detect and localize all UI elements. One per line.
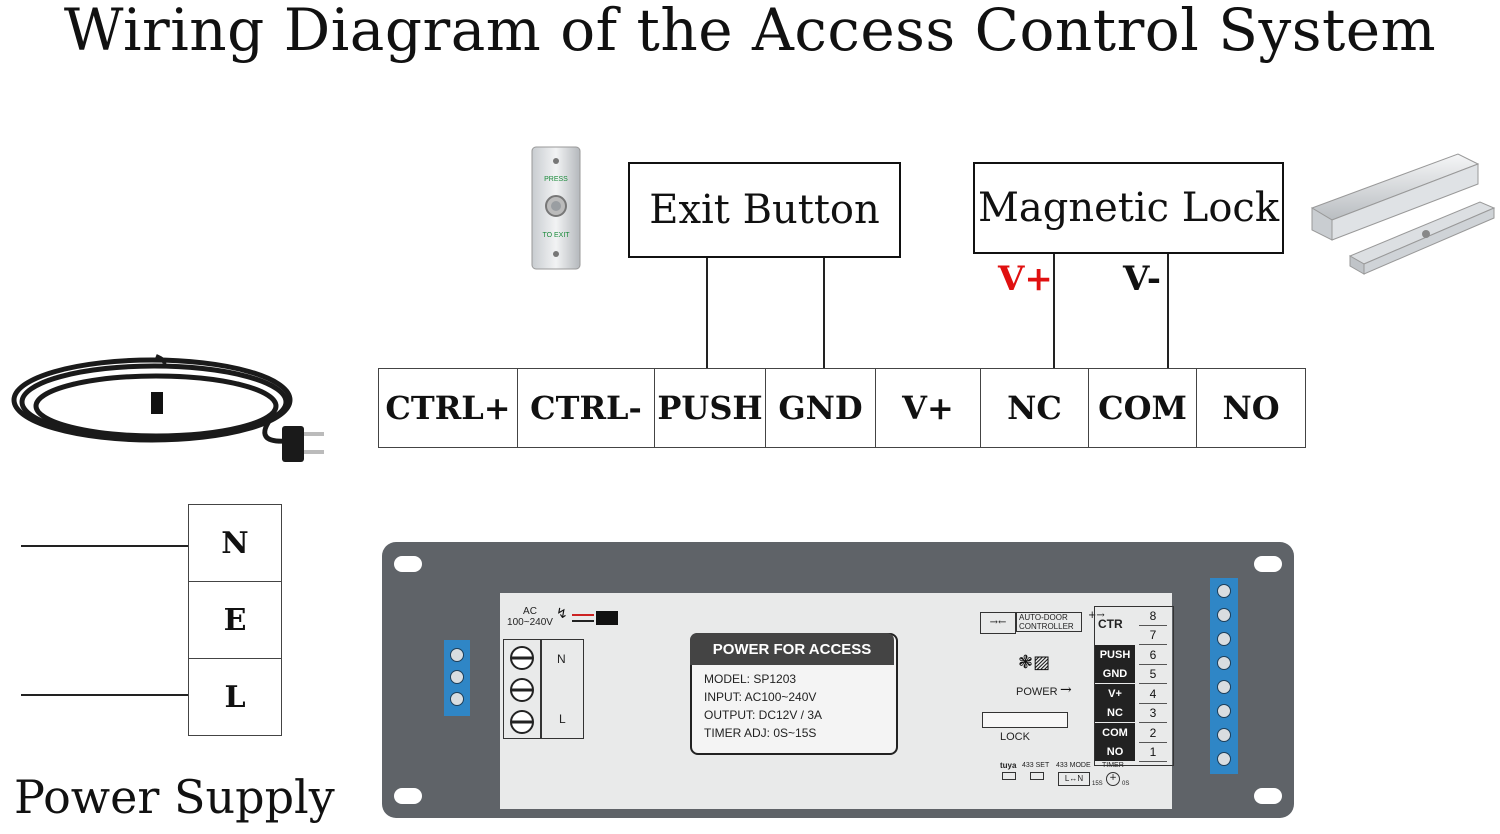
terminal-nc: NC	[981, 369, 1089, 447]
power-terminal-block: N E L	[188, 504, 282, 736]
ctr-arrow-icon: +→	[1088, 610, 1105, 621]
device-terminal-name-3: NC	[1095, 703, 1135, 722]
exit-wire-push	[706, 258, 708, 368]
device-ctr-label: CTR	[1098, 617, 1123, 631]
device-terminal-num-6: 6	[1139, 645, 1167, 665]
device-timer-label: TIMER	[1102, 762, 1124, 769]
device-input-terminal-block	[444, 640, 470, 716]
power-arrow-icon: →	[1060, 682, 1072, 698]
timer-knob-icon: +	[1106, 772, 1120, 786]
device-terminal-num-2: 2	[1139, 723, 1167, 743]
device-ac-label: AC 100~240V	[507, 606, 553, 628]
terminal-ctrl-minus: CTRL-	[518, 369, 655, 447]
device-433-mode-label: 433 MODE	[1056, 762, 1091, 769]
device-spec-model: MODEL: SP1203	[704, 672, 797, 686]
device-terminal-name-5: GND	[1095, 664, 1135, 683]
device-label-title: POWER FOR ACCESS	[690, 633, 894, 665]
device-lock-label: LOCK	[1000, 731, 1030, 743]
device-433-set-label: 433 SET	[1022, 762, 1050, 769]
exit-plate-top-text: PRESS	[544, 176, 568, 183]
device-mount-slot-left-top	[394, 556, 422, 572]
device-terminal-name-8	[1095, 606, 1135, 625]
device-input-nl-box	[541, 639, 584, 739]
lock-vminus-label: V-	[1123, 259, 1162, 299]
terminal-no: NO	[1222, 389, 1280, 427]
device-terminal-num-3: 3	[1139, 703, 1167, 723]
power-terminal-n: N	[189, 505, 281, 582]
power-cable-image	[6, 352, 326, 472]
device-input-l: L	[559, 712, 566, 726]
device-terminal-name-2: COM	[1095, 723, 1135, 742]
terminal-vplus: V+	[876, 369, 981, 447]
device-terminal-num-8: 8	[1139, 606, 1167, 626]
exit-button-box: Exit Button	[628, 162, 901, 258]
device-power-arrow-label: POWER	[1016, 686, 1058, 698]
lock-wire-vplus	[1053, 254, 1055, 368]
device-terminal-name-1: NO	[1095, 742, 1135, 761]
device-terminal-num-7: 7	[1139, 625, 1167, 645]
power-wire-l	[21, 694, 188, 696]
exit-plate-bottom-text: TO EXIT	[542, 232, 570, 239]
device-timer-min: 15S	[1092, 781, 1103, 787]
lock-vplus-label: V+	[998, 259, 1053, 299]
device-tuya-label: tuya	[1000, 761, 1017, 770]
power-terminal-l: L	[224, 679, 246, 715]
magnetic-lock-box: Magnetic Lock	[973, 162, 1284, 254]
set-button	[1030, 772, 1044, 780]
exit-button-image: PRESS TO EXIT	[531, 146, 581, 270]
lock-wire-vminus	[1167, 254, 1169, 368]
device-terminal-name-4: V+	[1095, 684, 1135, 703]
terminal-ctrl-plus: CTRL+	[379, 369, 518, 447]
device-output-terminal-block	[1210, 578, 1238, 774]
device-terminal-name-7	[1095, 625, 1135, 644]
exit-wire-gnd	[823, 258, 825, 368]
lightning-icon: ↯	[556, 606, 568, 622]
device-mount-slot-right-top	[1254, 556, 1282, 572]
magnetic-lock-image	[1308, 148, 1498, 284]
device-terminal-num-5: 5	[1139, 664, 1167, 684]
terminal-com: COM	[1089, 369, 1197, 447]
device-terminal-num-1: 1	[1139, 742, 1167, 762]
device-mount-slot-right-bottom	[1254, 788, 1282, 804]
device-mode-switch: L↔N	[1058, 772, 1090, 786]
device-input-n: N	[557, 652, 566, 666]
device-terminal-name-6: PUSH	[1095, 645, 1135, 664]
exit-symbol-icon: ❃▨	[1018, 652, 1051, 673]
device-spec-input: INPUT: AC100~240V	[704, 690, 817, 704]
terminal-row: CTRL+ CTRL- PUSH GND V+ NC COM NO	[378, 368, 1306, 448]
page-title: Wiring Diagram of the Access Control Sys…	[63, 0, 1437, 64]
terminal-gnd: GND	[766, 369, 876, 447]
tuya-button	[1002, 772, 1016, 780]
plug-icon	[572, 610, 618, 625]
power-supply-label: Power Supply	[14, 770, 335, 824]
device-input-screws	[503, 639, 541, 739]
lock-symbol-icon	[982, 712, 1068, 728]
device-spec-timer: TIMER ADJ: 0S~15S	[704, 726, 817, 740]
device-spec-output: OUTPUT: DC12V / 3A	[704, 708, 823, 722]
device-auto-door-label: AUTO-DOOR CONTROLLER	[1016, 612, 1082, 632]
device-terminal-table	[1094, 606, 1174, 766]
device-terminal-num-4: 4	[1139, 684, 1167, 704]
auto-door-icon: →←	[980, 612, 1016, 634]
power-terminal-e: E	[189, 582, 281, 659]
power-wire-n	[21, 545, 188, 547]
device-timer-max: 0S	[1122, 781, 1130, 787]
terminal-push: PUSH	[655, 369, 766, 447]
device-mount-slot-left-bottom	[394, 788, 422, 804]
